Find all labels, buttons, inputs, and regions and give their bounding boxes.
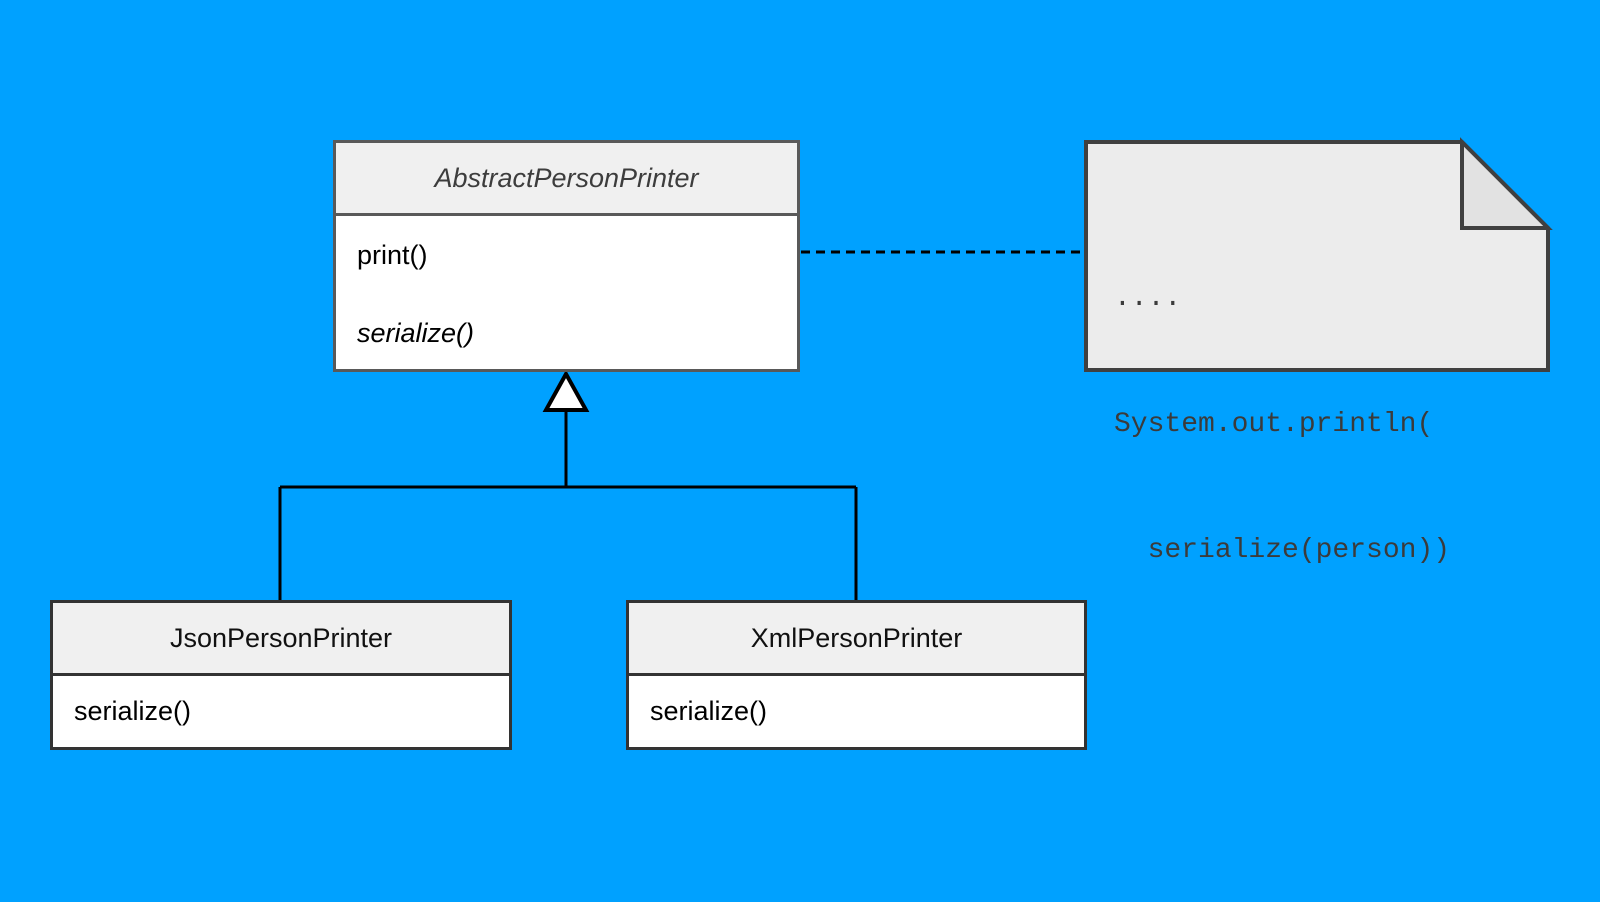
class-methods: serialize()	[53, 676, 509, 747]
method-row-serialize: serialize()	[336, 294, 797, 372]
note-code: .... System.out.println( serialize(perso…	[1114, 194, 1450, 656]
generalization-triangle-icon	[542, 369, 590, 412]
class-title: XmlPersonPrinter	[750, 622, 963, 653]
method-row-serialize: serialize()	[629, 676, 1084, 747]
method-label: print()	[357, 239, 428, 270]
note-code-line: System.out.println(	[1114, 409, 1434, 440]
note-code-line: serialize(person))	[1114, 535, 1451, 566]
class-box-abstract-person-printer: AbstractPersonPrinter print() serialize(…	[333, 140, 800, 372]
class-box-json-person-printer: JsonPersonPrinter serialize()	[50, 600, 512, 750]
method-label: serialize()	[74, 696, 192, 726]
inheritance-connector	[278, 410, 858, 601]
class-header: AbstractPersonPrinter	[336, 143, 797, 216]
class-box-xml-person-printer: XmlPersonPrinter serialize()	[626, 600, 1087, 750]
class-title: AbstractPersonPrinter	[434, 162, 699, 193]
method-row-print: print()	[336, 216, 797, 294]
class-methods: print() serialize()	[336, 216, 797, 372]
note-fold-corner-icon	[1460, 137, 1553, 230]
class-title: JsonPersonPrinter	[169, 622, 393, 653]
class-header: JsonPersonPrinter	[53, 603, 509, 676]
method-row-serialize: serialize()	[53, 676, 509, 747]
method-label: serialize()	[357, 317, 475, 348]
class-header: XmlPersonPrinter	[629, 603, 1084, 676]
method-label: serialize()	[650, 696, 768, 726]
class-methods: serialize()	[629, 676, 1084, 747]
note-code-line: ....	[1114, 283, 1182, 314]
